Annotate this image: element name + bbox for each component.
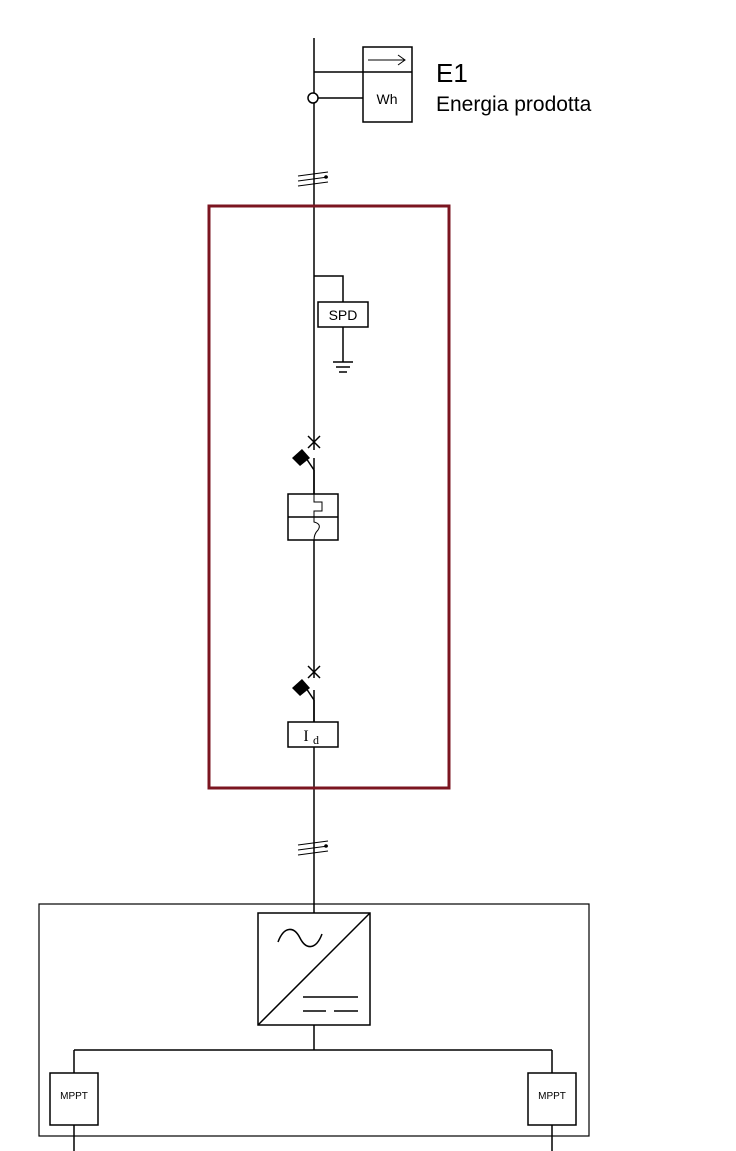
spd-branch: SPD (314, 275, 369, 373)
mppt-right: MPPT (527, 1072, 577, 1151)
meter-unit-label: Wh (377, 91, 398, 107)
inverter-icon (257, 912, 371, 1026)
circuit-breaker-lower (292, 665, 321, 722)
energy-meter: Wh (307, 46, 413, 123)
residual-current-device: I d (287, 721, 339, 748)
inverter-enclosure (38, 903, 590, 1137)
thermal-magnetic-relay (287, 493, 339, 541)
cable-symbol-lower (297, 840, 329, 856)
spd-box (317, 301, 369, 328)
rcd-label: I (303, 728, 308, 745)
meter-description-label: Energia prodotta (436, 93, 592, 116)
mppt-right-label: MPPT (538, 1091, 566, 1102)
ground-icon (333, 361, 353, 373)
mppt-left: MPPT (49, 1072, 99, 1151)
cable-symbol-upper (297, 171, 329, 187)
spd-label: SPD (329, 307, 358, 323)
rcd-subscript: d (313, 733, 319, 747)
protection-panel-frame (207, 204, 451, 790)
mppt-left-label: MPPT (60, 1091, 88, 1102)
circuit-breaker-upper (292, 435, 321, 494)
meter-id-label: E1 (436, 58, 468, 88)
